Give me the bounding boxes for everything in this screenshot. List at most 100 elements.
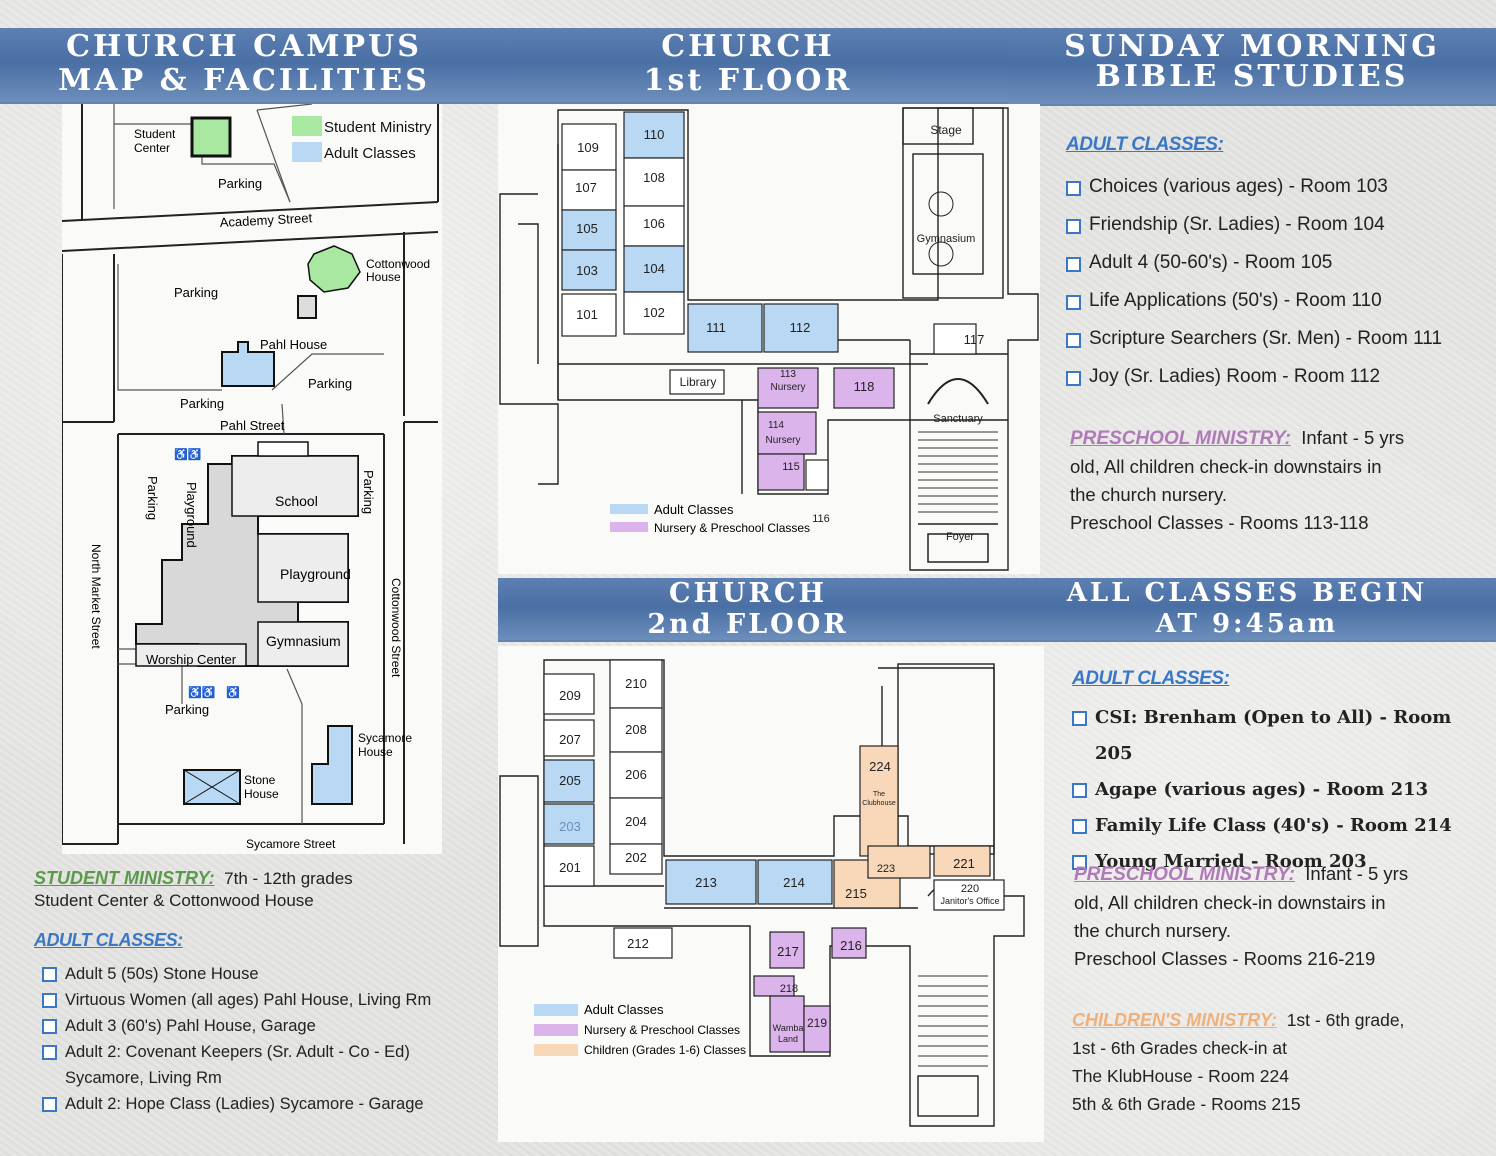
label-214: 214 [783, 875, 805, 890]
room-216 [831, 927, 867, 959]
children-ministry-line4: 5th & 6th Grade - Rooms 215 [1072, 1094, 1301, 1114]
right-bottom-adult-heading: ADULT CLASSES: [1072, 668, 1230, 689]
checkbox-icon [42, 993, 57, 1008]
sycamore-label-2: House [358, 745, 393, 759]
label-207: 207 [559, 732, 581, 747]
label-112: 112 [790, 320, 811, 335]
label-104: 104 [643, 261, 665, 276]
left-adult-item: Adult 2: Covenant Keepers (Sr. Adult - C… [42, 1039, 484, 1091]
sunday-banner-line2: BIBLE STUDIES [1095, 59, 1409, 94]
room-209 [543, 673, 595, 715]
room-205 [543, 759, 595, 803]
sanctuary-stage-arc [927, 378, 989, 405]
checkbox-icon [1072, 855, 1087, 870]
label-206: 206 [625, 767, 647, 782]
room-220 [933, 879, 1005, 911]
label-110: 110 [644, 127, 665, 142]
right-top-adult-item: Scripture Searchers (Sr. Men) - Room 111 [1066, 320, 1486, 358]
right-top-adult-item: Joy (Sr. Ladies) Room - Room 112 [1066, 358, 1486, 396]
right-top-adult-item-text: Adult 4 (50-60's) - Room 105 [1089, 252, 1333, 273]
right-bottom-adult-item-text: Young Married - Room 203 [1095, 851, 1367, 872]
checkbox-icon [1066, 257, 1081, 272]
parking-label-1: Parking [218, 176, 262, 191]
right-bottom-adult-item: Young Married - Room 203 [1072, 844, 1492, 880]
room-107 [561, 169, 617, 211]
room-117 [933, 323, 977, 355]
left-adult-item-text: Adult 3 (60's) Pahl House, Garage [65, 1017, 316, 1035]
garage-building [297, 295, 317, 319]
sycamore-street-label: Sycamore Street [246, 837, 336, 851]
label-221: 221 [953, 856, 975, 871]
children-ministry-heading: CHILDREN'S MINISTRY: [1072, 1010, 1277, 1030]
student-ministry-desc2: Student Center & Cottonwood House [34, 891, 314, 910]
checkbox-icon [1066, 295, 1081, 310]
right-bottom-adult-item-text: CSI: Brenham (Open to All) - Room 205 [1095, 707, 1452, 764]
label-103: 103 [576, 263, 598, 278]
label-212: 212 [627, 936, 649, 951]
parking-label-6: Parking [361, 470, 376, 514]
room-212 [613, 927, 673, 959]
floor1-legend-adult-swatch [610, 504, 648, 514]
floor2-legend-nursery-swatch [534, 1024, 578, 1036]
parking-label-2: Parking [174, 285, 218, 300]
label-108: 108 [643, 170, 665, 185]
right-top-adult-item-text: Joy (Sr. Ladies) Room - Room 112 [1089, 366, 1381, 387]
library-room [669, 369, 725, 395]
checkbox-icon [42, 1097, 57, 1112]
right-top-adult-item-text: Choices (various ages) - Room 103 [1089, 176, 1388, 197]
label-223: 223 [877, 863, 895, 875]
pahl-house-label: Pahl House [260, 337, 327, 352]
accessible-icon-1: ♿♿ [174, 448, 202, 461]
checkbox-icon [1066, 219, 1081, 234]
room-111 [687, 303, 763, 353]
right-top-adult-section: ADULT CLASSES: Choices (various ages) - … [1066, 134, 1486, 396]
left-adult-item-text: Adult 5 (50s) Stone House [65, 965, 259, 983]
playground-label-1: Playground [184, 482, 199, 548]
library-label: Library [680, 375, 717, 389]
label-204: 204 [625, 814, 647, 829]
room-112 [763, 303, 839, 353]
floor1-plan: 110 109 108 107 106 105 104 103 102 101 … [498, 104, 1040, 574]
playground-area [257, 533, 349, 603]
right-top-adult-list: Choices (various ages) - Room 103 Friend… [1066, 168, 1486, 396]
floor2-banner: CHURCH 2nd FLOOR [498, 578, 998, 642]
room-202 [609, 843, 663, 875]
porch [257, 441, 309, 457]
clubhouse-label-1: The [873, 791, 885, 798]
left-adult-item-text: Adult 2: Hope Class (Ladies) Sycamore - … [65, 1095, 424, 1113]
begin-banner-line2: AT 9:45am [1155, 609, 1339, 639]
parking-label-5: Parking [145, 476, 160, 520]
right-top-adult-item-text: Friendship (Sr. Ladies) - Room 104 [1089, 214, 1385, 235]
room-110 [623, 111, 685, 159]
floor1-banner: CHURCH 1st FLOOR [488, 28, 1008, 104]
parking-label-4: Parking [180, 396, 224, 411]
right-bottom-adult-item: Agape (various ages) - Room 213 [1072, 772, 1492, 808]
wamba-land-room [769, 995, 805, 1053]
checkbox-icon [1072, 819, 1087, 834]
room-101 [561, 293, 617, 337]
floor2-plan: 210 209 208 207 206 205 204 203 202 201 … [498, 646, 1044, 1142]
room-103 [561, 249, 617, 291]
label-208: 208 [625, 722, 647, 737]
sunday-banner-line1: SUNDAY MORNING [1064, 29, 1440, 64]
checkbox-icon [1066, 333, 1081, 348]
right-bottom-adult-section: ADULT CLASSES: CSI: Brenham (Open to All… [1072, 668, 1492, 880]
room-114 [757, 411, 817, 455]
gymnasium-building [257, 621, 349, 667]
right-top-preschool-line3: the church nursery. [1070, 484, 1227, 505]
student-ministry-section: STUDENT MINISTRY: 7th - 12th grades Stud… [34, 868, 484, 911]
stage-label: Stage [930, 123, 962, 137]
accessible-icon-3: ♿ [226, 686, 240, 699]
label-117: 117 [964, 332, 985, 347]
checkbox-icon [1072, 783, 1087, 798]
label-116: 116 [812, 513, 830, 525]
right-bottom-preschool-line1: Infant - 5 yrs [1305, 863, 1409, 884]
left-adult-item: Adult 5 (50s) Stone House [42, 961, 484, 987]
room-118 [833, 367, 895, 409]
right-bottom-adult-item: Family Life Class (40's) - Room 214 [1072, 808, 1492, 844]
label-219: 219 [807, 1016, 827, 1030]
stone-label-1: Stone [244, 773, 276, 787]
floor1-legend-nursery-swatch [610, 522, 648, 532]
room-105 [561, 209, 617, 251]
children-ministry-line1: 1st - 6th grade, [1286, 1010, 1405, 1030]
